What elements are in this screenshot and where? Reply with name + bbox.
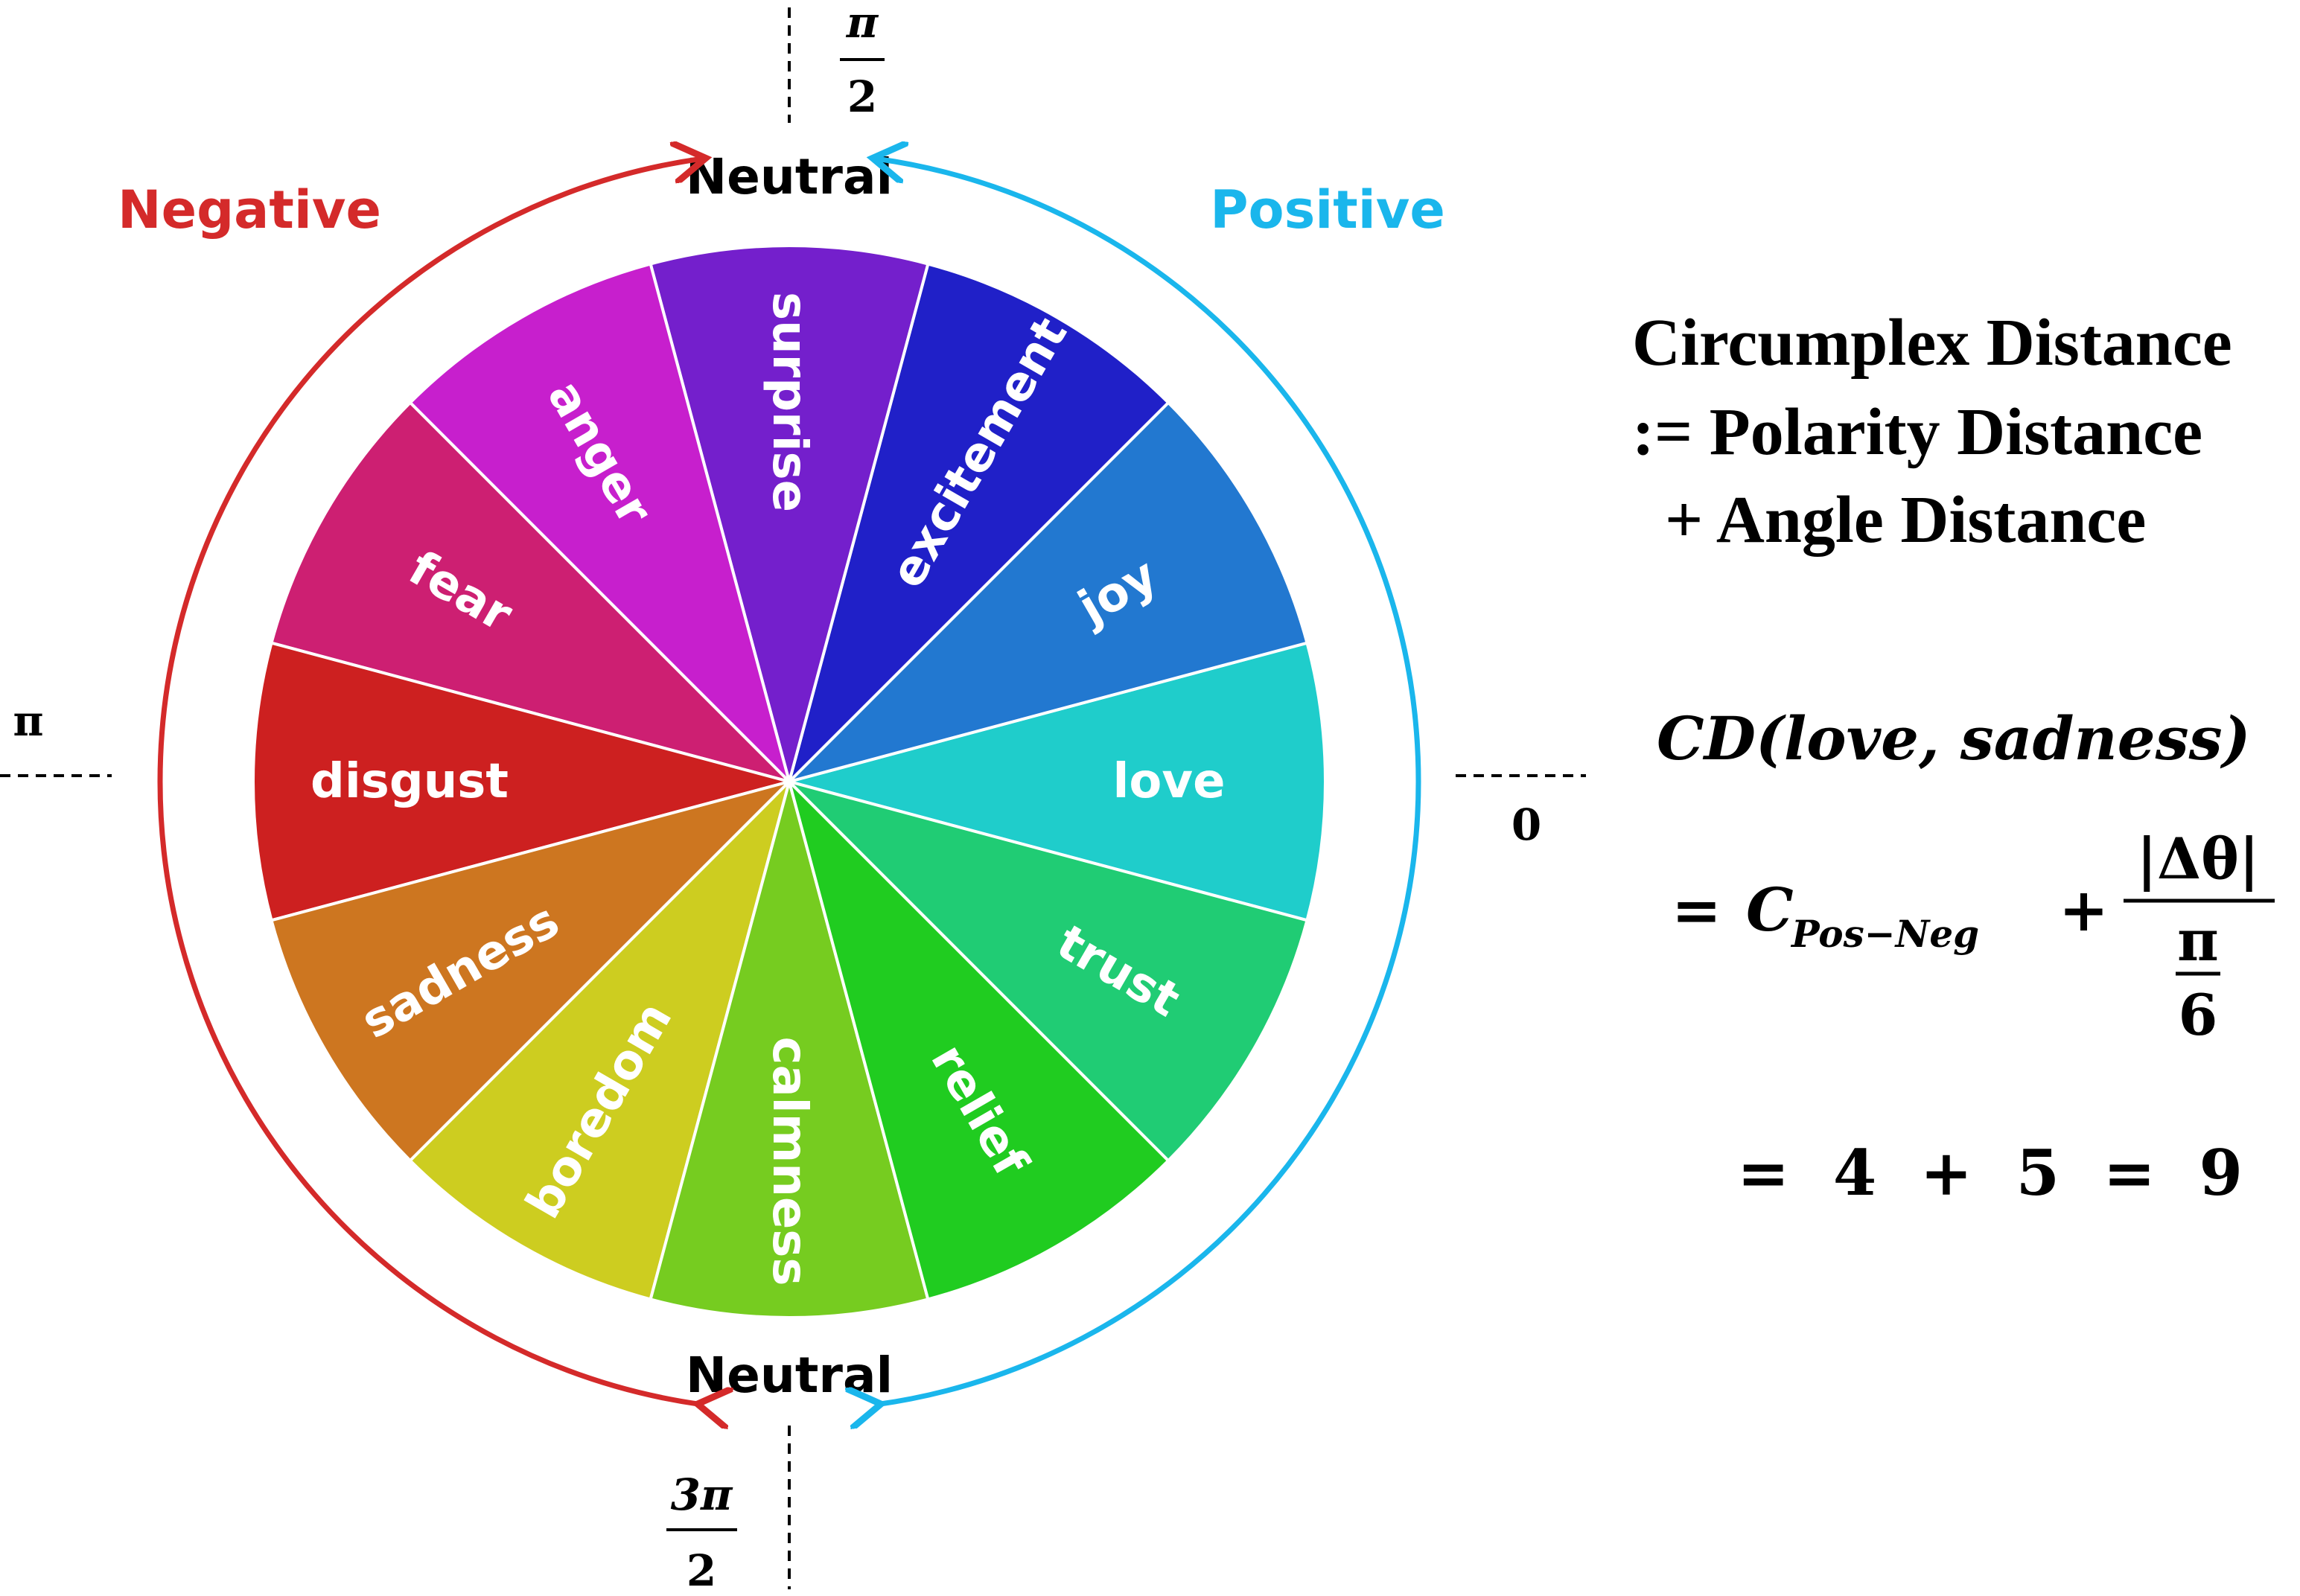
formula-inner-denominator: 6 bbox=[2179, 982, 2218, 1048]
neutral-label-bottom: Neutral bbox=[686, 1347, 893, 1404]
negative-arc-arrow bbox=[157, 159, 701, 1405]
positive-label: Positive bbox=[1210, 179, 1445, 240]
sector-trust bbox=[784, 779, 1309, 1163]
formula-c-symbol: C bbox=[1746, 875, 1794, 945]
axis-label-top-denominator: 2 bbox=[847, 71, 877, 122]
formula-inner-numerator: π bbox=[2177, 907, 2219, 974]
formula-fraction-numerator: |Δθ| bbox=[2137, 826, 2260, 893]
sector-label-calmness: calmness bbox=[762, 1037, 817, 1286]
sector-disgust bbox=[252, 641, 795, 922]
neutral-label-top: Neutral bbox=[686, 148, 893, 205]
formula-c-subscript: Pos−Neg bbox=[1790, 912, 1979, 956]
sector-love bbox=[783, 641, 1327, 922]
axis-label-bottom-denominator: 2 bbox=[687, 1545, 716, 1596]
axis-label-bottom-numerator: 3π bbox=[671, 1469, 733, 1520]
sector-sadness bbox=[270, 779, 794, 1163]
emotion-wheel: lovejoyexcitementsurpriseangerfeardisgus… bbox=[252, 244, 1327, 1319]
negative-label: Negative bbox=[118, 179, 381, 240]
axis-label-left: π bbox=[13, 697, 44, 746]
definition-line-3: + Angle Distance bbox=[1665, 483, 2146, 557]
sector-label-love: love bbox=[1112, 754, 1225, 809]
sector-joy bbox=[784, 400, 1309, 785]
sector-fear bbox=[270, 400, 794, 785]
sector-label-disgust: disgust bbox=[310, 754, 509, 809]
definition-line-1: Circumplex Distance bbox=[1632, 306, 2232, 380]
sector-label-surprise: surprise bbox=[762, 292, 817, 512]
positive-arc-arrow bbox=[877, 159, 1421, 1405]
axis-label-top-numerator: π bbox=[846, 0, 879, 48]
axis-label-right: 0 bbox=[1511, 799, 1541, 850]
formula-equals-1: = bbox=[1672, 875, 1721, 945]
formula-plus: + bbox=[2059, 875, 2109, 945]
definition-line-2: := Polarity Distance bbox=[1632, 395, 2202, 469]
formula-lhs: CD(love, sadness) bbox=[1657, 703, 2251, 773]
formula-result: = 4 + 5 = 9 bbox=[1737, 1136, 2243, 1210]
